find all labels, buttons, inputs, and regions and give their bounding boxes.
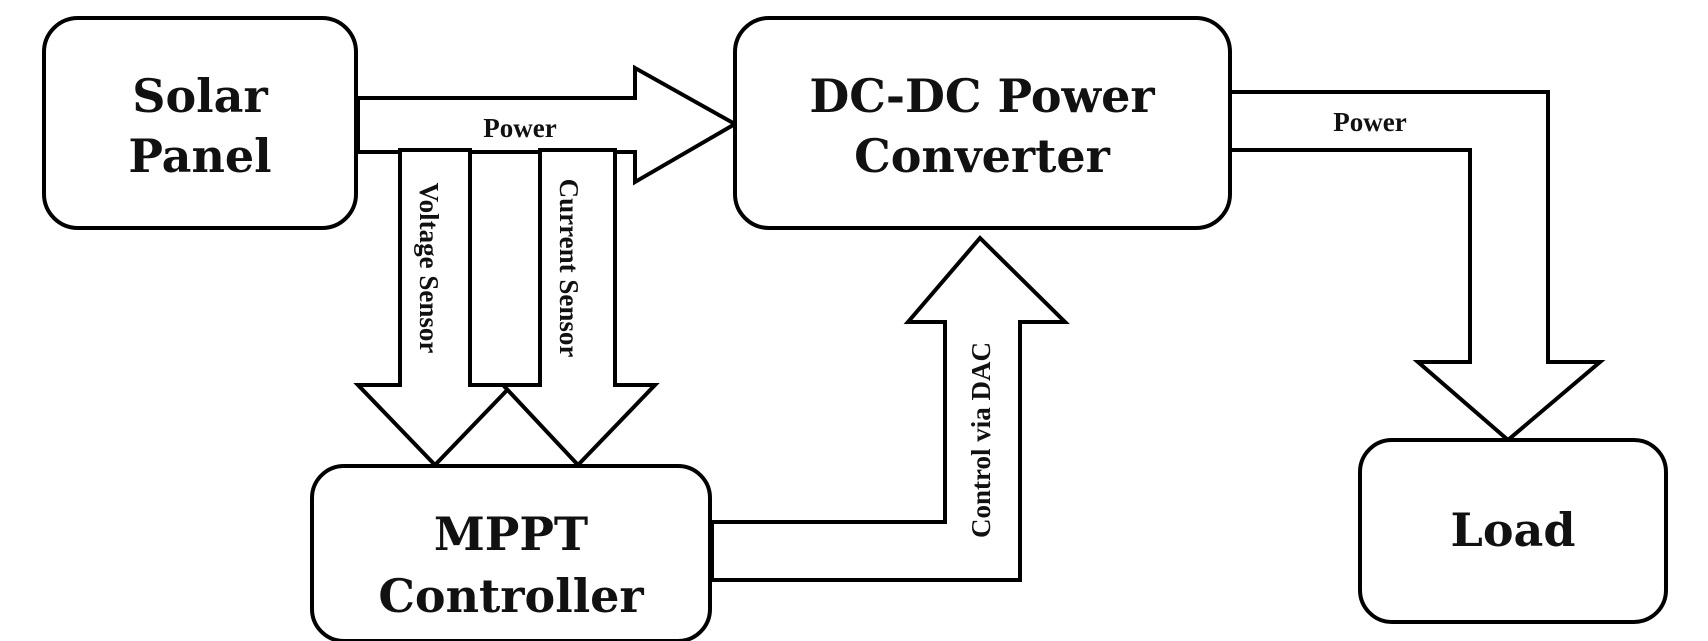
power-in-label: Power xyxy=(483,113,556,143)
power-out-label: Power xyxy=(1333,107,1406,137)
mppt-controller-label-line1: MPPT xyxy=(434,507,588,561)
voltage-sensor-arrow xyxy=(353,148,517,468)
current-sensor-label: Current Sensor xyxy=(554,179,584,358)
solar-panel-block xyxy=(42,16,358,230)
solar-panel-label-line2: Panel xyxy=(128,129,271,183)
dcdc-converter-label-line1: DC-DC Power xyxy=(809,69,1155,123)
voltage-sensor-label: Voltage Sensor xyxy=(414,183,444,354)
dcdc-converter-label-line2: Converter xyxy=(854,129,1110,183)
solar-panel-label-line1: Solar xyxy=(132,69,268,123)
control-dac-label: Control via DAC xyxy=(966,342,996,538)
control-dac-arrow xyxy=(710,235,1070,582)
load-block xyxy=(1358,438,1668,624)
load-label: Load xyxy=(1451,503,1576,557)
dcdc-converter-block xyxy=(733,16,1232,230)
current-sensor-arrow xyxy=(498,148,660,468)
mppt-controller-block xyxy=(310,464,712,641)
power-out-arrow xyxy=(1228,90,1606,443)
mppt-controller-label-line2: Controller xyxy=(378,569,644,623)
